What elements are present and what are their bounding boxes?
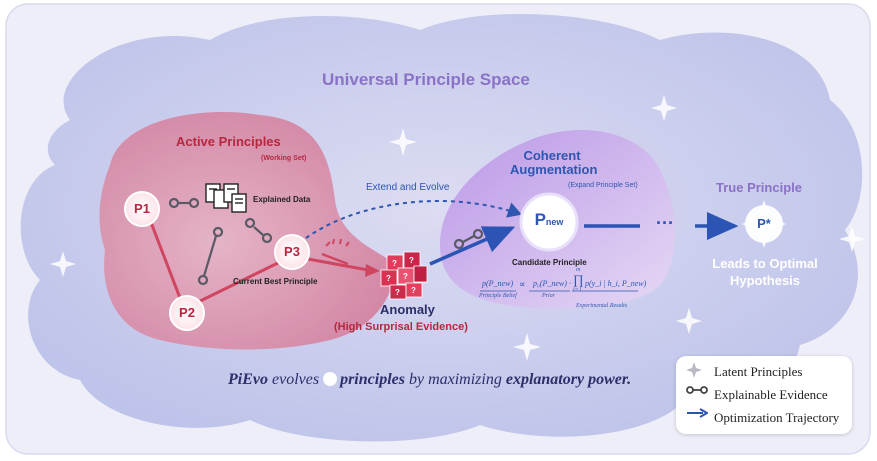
leads-line1: Leads to Optimal xyxy=(712,256,818,271)
leads-line2: Hypothesis xyxy=(729,273,801,288)
legend-item: Explainable Evidence xyxy=(686,385,828,405)
arrow-head xyxy=(365,264,380,277)
tagline: PiEvo evolves principles by maximizing e… xyxy=(228,371,631,389)
star-node-p-star xyxy=(742,200,786,248)
tagline-principles: principles xyxy=(340,371,405,388)
evidence-chain-icon xyxy=(197,226,224,286)
coherent-heading-line1: Coherent xyxy=(523,148,581,163)
star-icon xyxy=(389,128,417,156)
true-principle-heading: True Principle xyxy=(716,180,802,195)
extend-evolve-label: Extend and Evolve xyxy=(366,182,450,193)
explained-data-label: Explained Data xyxy=(253,195,311,204)
tagline-pievo: PiEvo xyxy=(228,371,268,388)
formula-belief-label: Principle Belief xyxy=(479,293,517,299)
legend-item: Latent Principles xyxy=(686,362,802,382)
legend: Latent Principles Explainable Evidence O… xyxy=(676,356,852,434)
candidate-principle-label: Candidate Principle xyxy=(512,258,587,267)
star-icon xyxy=(513,333,541,361)
tagline-dot-icon xyxy=(323,372,338,386)
active-principles-heading: Active Principles xyxy=(176,134,281,149)
edge-p2-p3 xyxy=(191,260,281,307)
node-label-p2: P2 xyxy=(179,305,195,320)
legend-item: Optimization Trajectory xyxy=(686,408,839,428)
node-label-pnew: Pnew xyxy=(526,210,572,230)
coherent-sub: (Expand Principle Set) xyxy=(568,182,638,189)
node-label-p-star: P* xyxy=(757,216,771,231)
formula-prior-label: Prior xyxy=(542,293,556,299)
extend-evolve-arrow xyxy=(305,200,522,239)
tagline-evolves: evolves xyxy=(268,371,324,388)
node-p3 xyxy=(274,234,310,270)
anomaly-to-pnew-arrow xyxy=(429,226,516,266)
anomaly-icon: ?? ?? ?? xyxy=(380,251,428,300)
formula-likelihood: p(y_i | h_i, P_new) xyxy=(585,279,647,288)
star-icon xyxy=(50,251,76,277)
node-pnew xyxy=(519,192,579,252)
space-title: Universal Principle Space xyxy=(322,70,530,89)
p3-to-anomaly-arrow xyxy=(307,257,369,272)
node-p1 xyxy=(124,191,160,227)
surprise-icon xyxy=(321,238,350,266)
star-icon xyxy=(839,226,865,252)
node-label-p3: P3 xyxy=(284,244,300,259)
node-p2 xyxy=(169,295,205,331)
star-icon xyxy=(676,308,702,334)
formula-lhs: p(P_new) xyxy=(482,279,514,288)
formula-rel: ∝ xyxy=(519,279,526,289)
legend-label: Latent Principles xyxy=(714,364,803,379)
evidence-chain-icon xyxy=(453,228,484,250)
tagline-power: explanatory power. xyxy=(505,371,632,388)
document-icon xyxy=(205,183,247,213)
pnew-main: P xyxy=(534,210,546,229)
svg-text:?: ? xyxy=(411,286,416,295)
formula-evidence-label: Experimental Results xyxy=(576,303,628,309)
svg-text:?: ? xyxy=(392,259,397,268)
formula-prod-upper: m xyxy=(576,267,581,273)
formula-prod-lower: i=1 xyxy=(573,287,582,293)
svg-text:?: ? xyxy=(409,256,414,265)
edge-p1-p2 xyxy=(145,211,182,299)
coherent-heading-line2: Augmentation xyxy=(510,162,598,177)
tagline-by: by maximizing xyxy=(404,371,506,388)
formula-prior: p₀(P_new) · xyxy=(533,279,571,288)
star-icon xyxy=(651,95,677,121)
active-principles-sub: (Working Set) xyxy=(261,155,307,162)
legend-label: Optimization Trajectory xyxy=(714,410,840,425)
svg-text:?: ? xyxy=(395,288,400,297)
pnew-sub: new xyxy=(545,217,564,227)
anomaly-sub: (High Surprisal Evidence) xyxy=(334,321,468,333)
svg-text:?: ? xyxy=(403,272,408,281)
legend-label: Explainable Evidence xyxy=(714,387,828,402)
evidence-chain-icon xyxy=(244,217,273,244)
evidence-chain-icon xyxy=(168,197,200,209)
active-principles-region xyxy=(99,112,396,350)
node-label-p1: P1 xyxy=(134,201,150,216)
anomaly-heading: Anomaly xyxy=(380,302,435,317)
formula-prod: ∏ xyxy=(573,272,584,287)
current-best-label: Current Best Principle xyxy=(233,277,318,286)
svg-text:?: ? xyxy=(386,274,391,283)
trajectory-ellipsis: ··· xyxy=(656,213,674,233)
